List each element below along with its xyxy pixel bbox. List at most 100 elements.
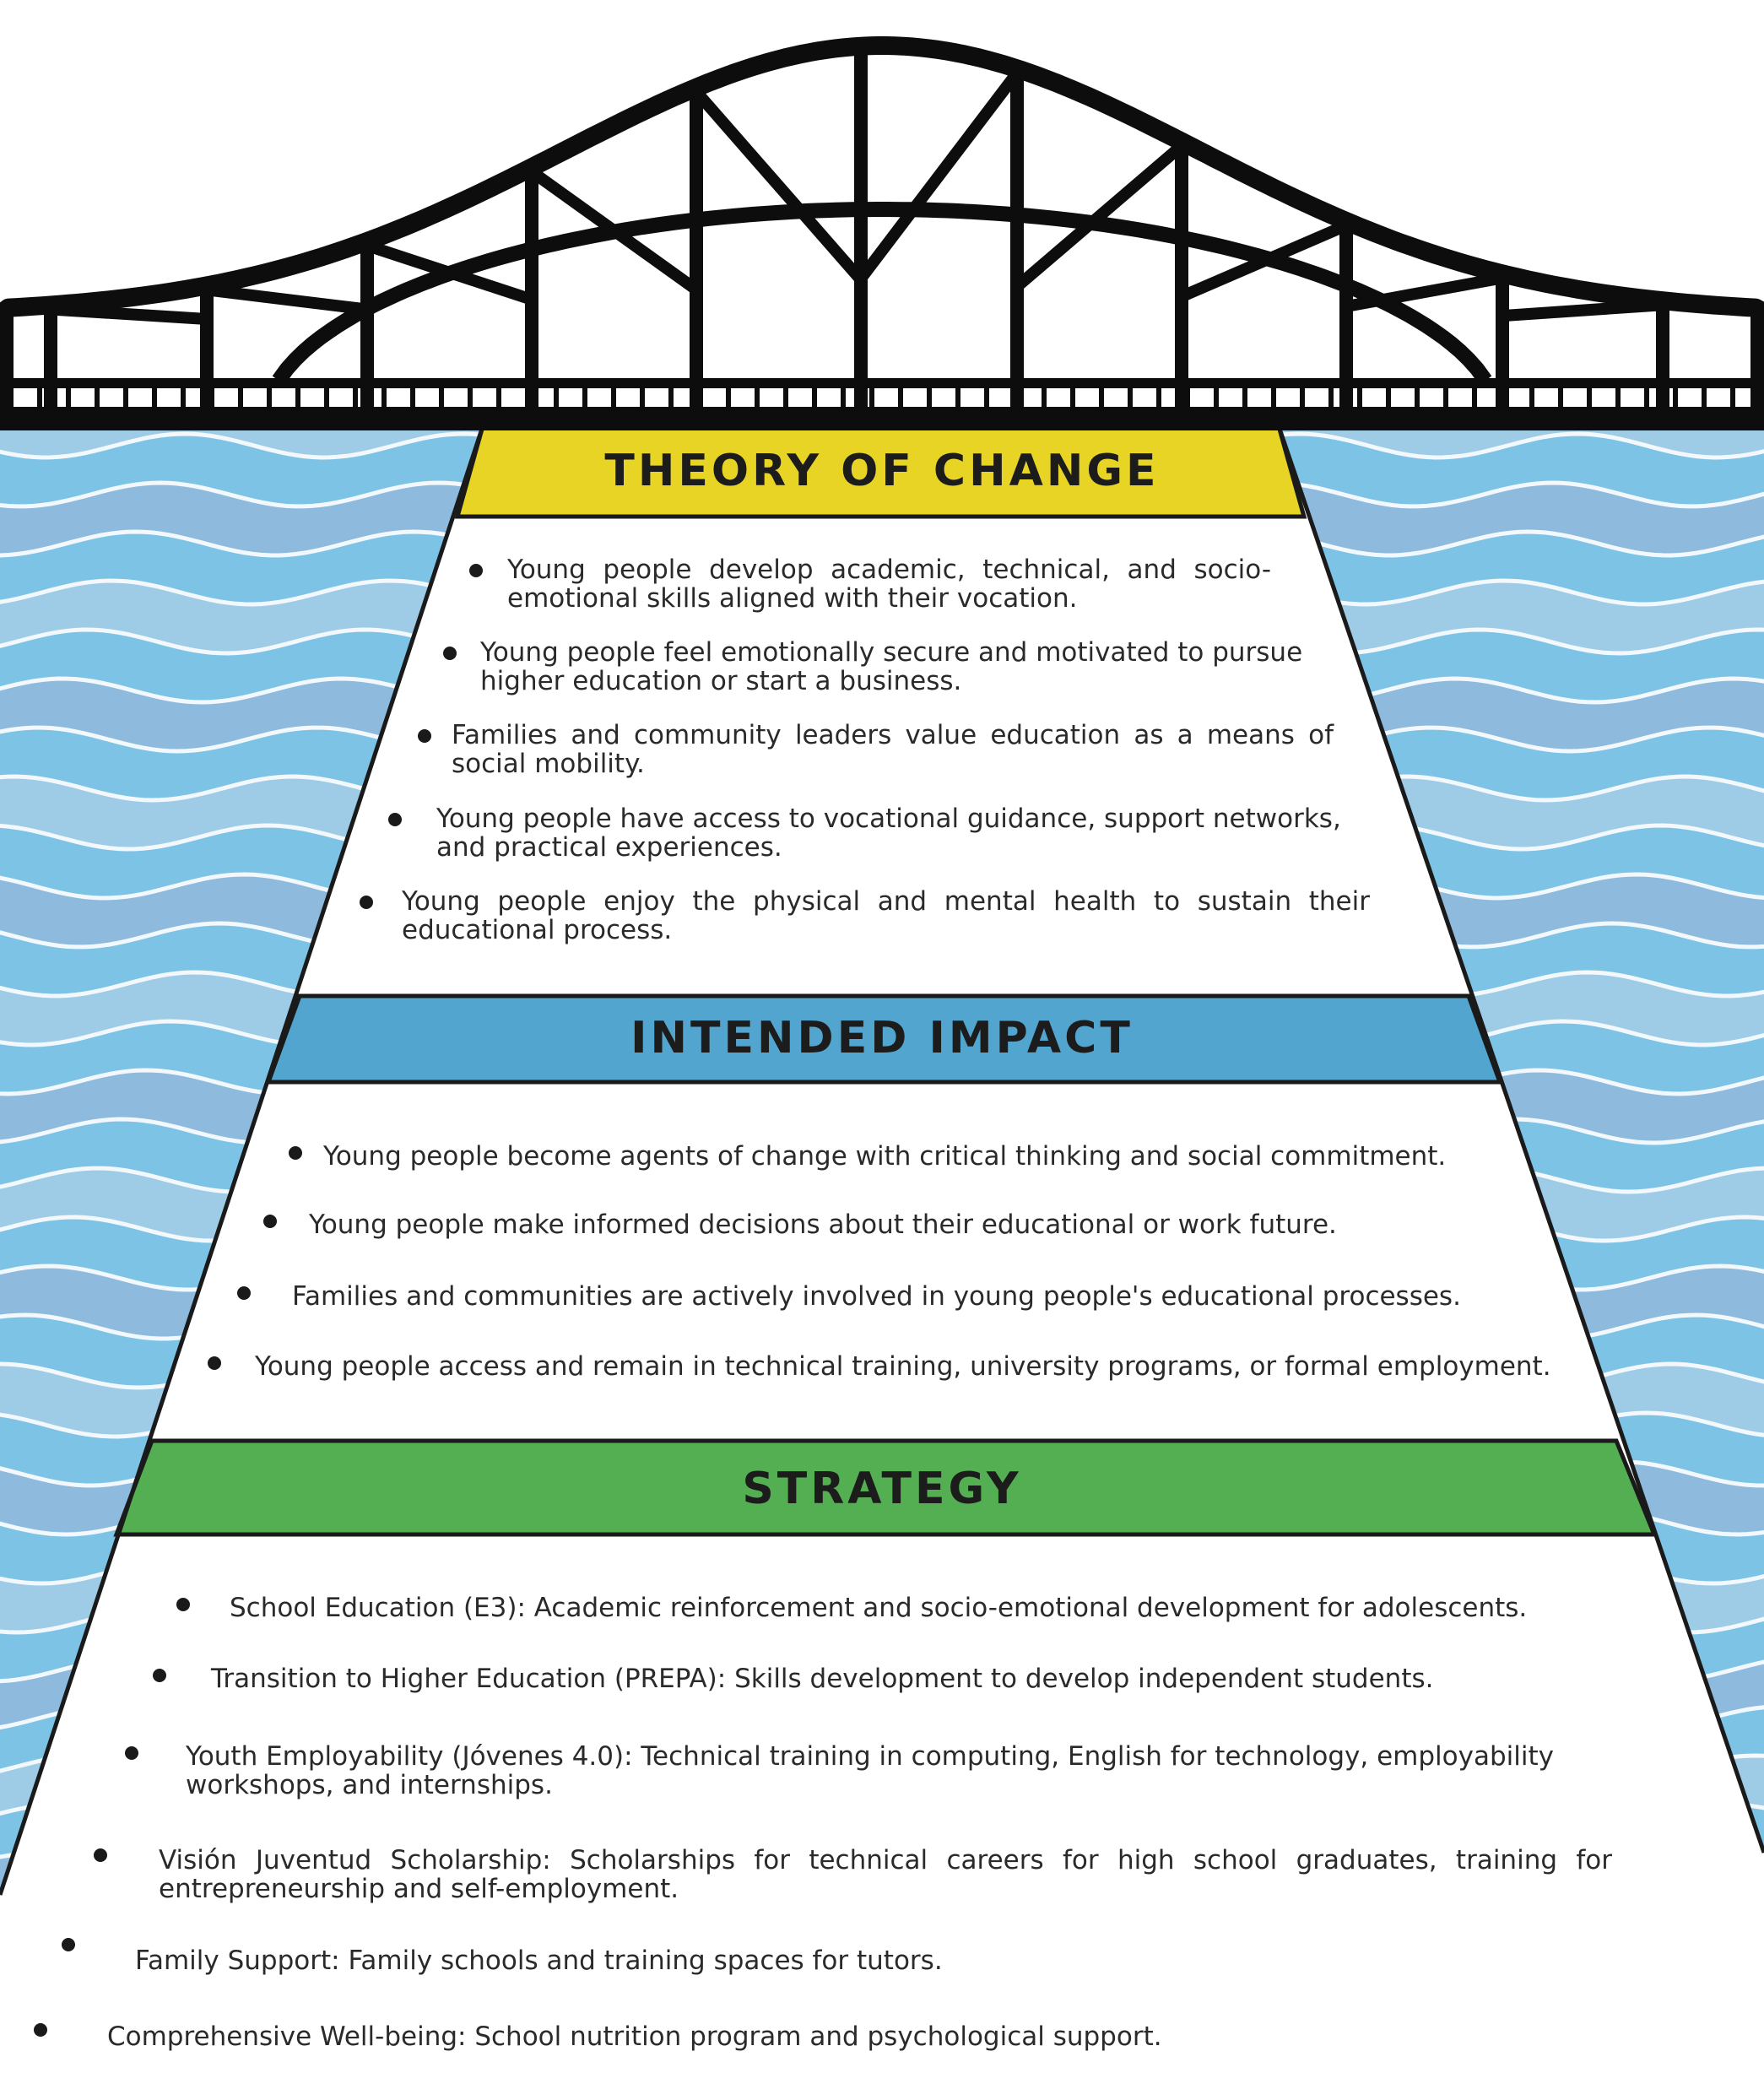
rail-post [324,388,329,407]
bullet-icon [263,1215,277,1228]
rail-post [439,388,444,407]
rail-post [353,388,358,407]
rail-post [1702,388,1707,407]
rail-post [1587,388,1592,407]
bullet-icon [94,1848,107,1862]
bullet-icon [153,1669,166,1682]
bridge-inner-arch [272,202,1492,386]
road-edge-left [0,425,485,1896]
list-item-text: Young people develop academic, technical… [507,555,1271,614]
rail-post [381,388,387,407]
bridge-diagonal [365,240,534,306]
bridge-diagonal [691,88,866,284]
bridge-diagonal [528,166,701,295]
rail-post [898,388,903,407]
rail-post [496,388,501,407]
rail-post [1300,388,1305,407]
rail-post [812,388,817,407]
rail-post [640,388,645,407]
rail-post [1042,388,1047,407]
rail-post [1558,388,1563,407]
rail-post [1644,388,1649,407]
bridge-diagonal [1179,219,1349,302]
bullet-icon [360,896,373,909]
rail-post [1472,388,1477,407]
bullet-icon [388,813,402,826]
list-item-text: Visión Juventud Scholarship: Scholarship… [159,1845,1612,1904]
bullet-icon [208,1356,221,1370]
bullet-icon [443,647,457,660]
strategy-title: STRATEGY [742,1464,1022,1514]
bullet-icon [469,564,483,577]
bridge-rail [0,378,1764,388]
rail-post [1443,388,1448,407]
rail-post [1529,388,1534,407]
list-item-text: Youth Employability (Jóvenes 4.0): Techn… [186,1741,1554,1800]
rail-post [1070,388,1075,407]
rail-post [1242,388,1247,407]
rail-post [668,388,674,407]
rail-post [984,388,989,407]
bullet-icon [418,729,431,743]
list-item-text: Young people become agents of change wit… [323,1141,1447,1172]
intended-impact-title: INTENDED IMPACT [630,1013,1134,1063]
rail-post [841,388,846,407]
rail-post [1415,388,1420,407]
rail-post [66,388,71,407]
list-item-text: Young people enjoy the physical and ment… [402,886,1370,945]
list-item-text: Young people access and remain in techni… [255,1351,1551,1382]
rail-post [783,388,788,407]
bridge-diagonal [1502,299,1664,322]
list-item-text: Young people have access to vocational g… [436,804,1341,863]
bridge-diagonal [1345,272,1504,312]
bullet-icon [34,2023,47,2037]
rail-post [152,388,157,407]
rail-post [468,388,473,407]
bullet-icon [289,1146,302,1160]
bullet-icon [62,1938,75,1951]
list-item-text: Comprehensive Well-being: School nutriti… [107,2021,1162,2052]
rail-post [267,388,272,407]
rail-post [554,388,559,407]
road-edge-right [1276,425,1764,1854]
rail-post [1357,388,1362,407]
rail-post [1099,388,1104,407]
rail-post [927,388,932,407]
bullet-icon [176,1598,190,1611]
rail-post [869,388,874,407]
bridge-diagonal [206,284,368,316]
list-item-text: Family Support: Family schools and train… [135,1946,943,1976]
bridge-end-post [0,304,14,414]
list-item-text: Families and communities are actively in… [292,1281,1461,1312]
rail-post [611,388,616,407]
bridge-top-arch [0,36,1764,322]
bridge-diagonal [50,303,208,325]
rail-post [755,388,760,407]
rail-post [1271,388,1276,407]
list-item-text: Young people make informed decisions abo… [309,1210,1337,1240]
bridge-diagonal [1013,141,1186,291]
rail-post [582,388,587,407]
rail-post [955,388,960,407]
list-item-text: Transition to Higher Education (PREPA): … [211,1664,1434,1694]
rail-post [238,388,243,407]
rail-post [95,388,100,407]
bridge-diagonal [856,69,1022,283]
rail-post [410,388,415,407]
road-shape [0,426,1764,2089]
bridge-illustration [0,36,1764,430]
rail-post [181,388,186,407]
rail-post [1615,388,1621,407]
bridge-deck [0,407,1764,430]
rail-post [1128,388,1133,407]
rail-post [1156,388,1161,407]
rail-post [1214,388,1219,407]
rail-post [37,388,42,407]
rail-post [1673,388,1678,407]
rail-post [726,388,731,407]
theory-of-change-title: THEORY OF CHANGE [604,446,1160,496]
rail-post [1328,388,1334,407]
rail-post [1730,388,1735,407]
bullet-icon [237,1286,251,1300]
